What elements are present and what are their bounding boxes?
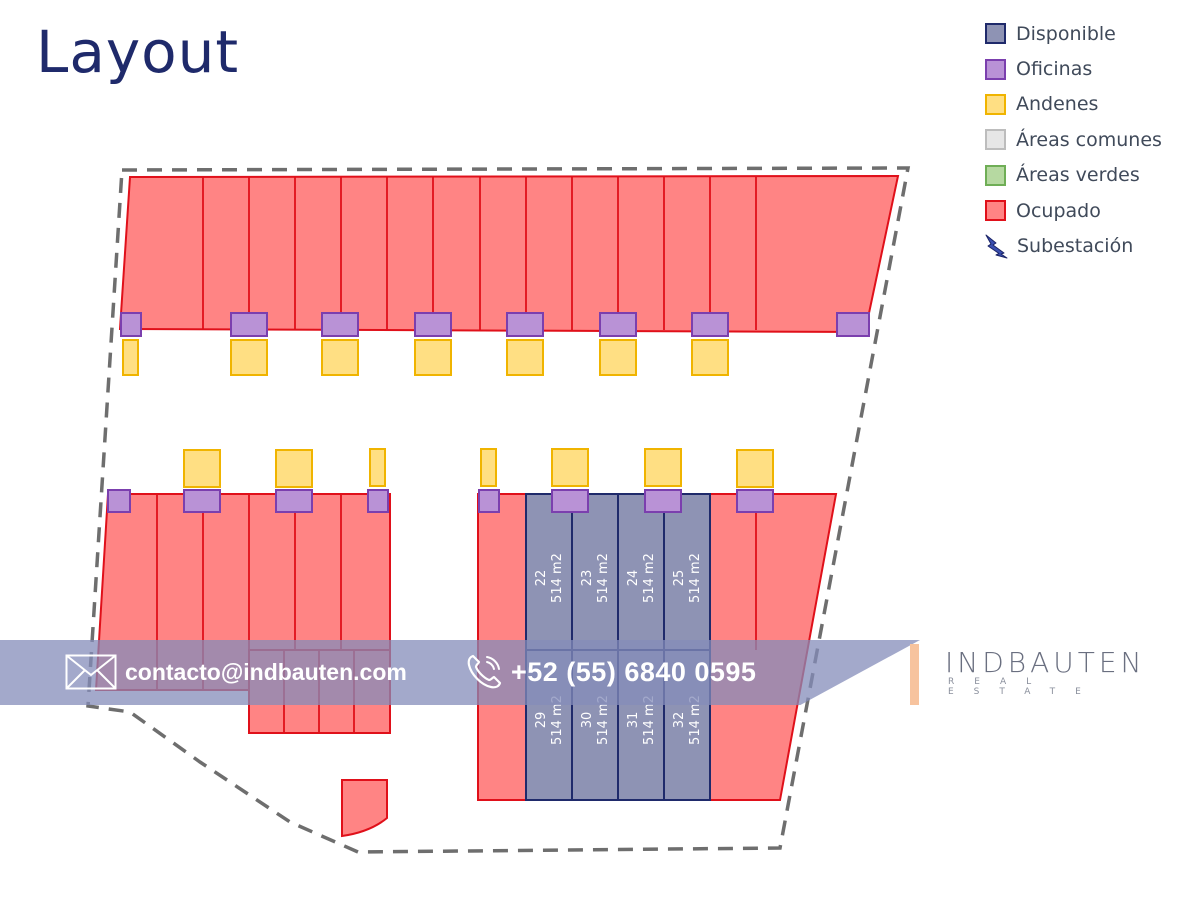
office-north-7 [836,312,870,337]
unit-label-23: 23514 m2 [580,553,611,603]
unit-label-29: 29514 m2 [534,695,565,745]
lightning-bolt-icon [985,234,1008,259]
unit-area-23: 514 m2 [596,553,611,603]
unit-area-29: 514 m2 [550,695,565,745]
unit-number-29: 29 [534,712,549,729]
legend-swatch-oficinas [985,58,1006,80]
brand-tagline: REAL ESTATE [948,677,1101,697]
dock-south-6 [736,449,774,488]
unit-label-22: 22514 m2 [534,553,565,603]
office-south-6 [644,489,682,513]
unit-number-32: 32 [672,712,687,729]
unit-label-24: 24514 m2 [626,553,657,603]
legend-label-ocupado: Ocupado [1016,199,1101,222]
dock-north-0 [122,339,139,376]
office-south-4 [478,489,500,513]
unit-number-31: 31 [626,712,641,729]
office-north-3 [414,312,452,337]
unit-area-22: 514 m2 [550,553,565,603]
legend-label-andenes: Andenes [1016,93,1099,116]
unit-label-25: 25514 m2 [672,553,703,603]
available-unit-north-1 [571,493,619,651]
dock-north-3 [414,339,452,376]
unit-number-24: 24 [626,570,641,587]
legend-item-oficinas: Oficinas [985,51,1162,86]
dock-south-2 [369,448,386,487]
contact-phone-text: +52 (55) 6840 0595 [511,656,757,687]
office-south-2 [275,489,313,513]
unit-area-30: 514 m2 [596,695,611,745]
legend-swatch-areas-comunes [985,129,1006,151]
legend-label-areas-comunes: Áreas comunes [1016,128,1162,151]
dock-south-0 [183,449,221,488]
office-south-0 [107,489,131,513]
legend-swatch-disponible [985,23,1006,45]
office-north-1 [230,312,268,337]
legend-swatch-andenes [985,93,1006,115]
legend-label-subestacion: Subestación [1017,235,1134,258]
legend-swatch-ocupado [985,200,1006,222]
unit-area-25: 514 m2 [688,553,703,603]
available-unit-north-3 [663,493,711,651]
brand-logo: INDBAUTEN [945,646,1146,679]
dock-north-5 [599,339,637,376]
unit-label-32: 32514 m2 [672,695,703,745]
dock-north-4 [506,339,544,376]
office-south-7 [736,489,774,513]
available-unit-north-2 [617,493,665,651]
available-unit-north-0 [525,493,573,651]
unit-area-24: 514 m2 [642,553,657,603]
contact-phone-link[interactable]: +52 (55) 6840 0595 [465,652,756,692]
legend-label-disponible: Disponible [1016,22,1116,45]
unit-label-30: 30514 m2 [580,695,611,745]
unit-area-31: 514 m2 [642,695,657,745]
office-south-1 [183,489,221,513]
unit-number-25: 25 [672,570,687,587]
office-north-0 [120,312,142,337]
occupied-small-lot [341,779,388,838]
page-title: Layout [36,18,240,86]
dock-south-3 [480,448,497,487]
dock-north-6 [691,339,729,376]
dock-south-1 [275,449,313,488]
contact-email-link[interactable]: contacto@indbauten.com [65,652,407,692]
unit-area-32: 514 m2 [688,695,703,745]
unit-label-31: 31514 m2 [626,695,657,745]
dock-south-4 [551,448,589,487]
buildings [94,174,900,838]
unit-number-23: 23 [580,570,595,587]
legend: Disponible Oficinas Andenes Áreas comune… [985,16,1162,264]
legend-label-oficinas: Oficinas [1016,58,1093,81]
contact-email-text: contacto@indbauten.com [125,658,407,685]
office-south-3 [367,489,389,513]
office-north-2 [321,312,359,337]
office-north-5 [599,312,637,337]
dock-north-1 [230,339,268,376]
unit-number-22: 22 [534,570,549,587]
legend-item-andenes: Andenes [985,87,1162,122]
legend-item-areas-comunes: Áreas comunes [985,122,1162,157]
brand-accent-bar [910,644,919,705]
office-north-6 [691,312,729,337]
legend-item-disponible: Disponible [985,16,1162,51]
dock-north-2 [321,339,359,376]
office-north-4 [506,312,544,337]
phone-icon [467,654,502,689]
envelope-icon [65,654,117,690]
unit-number-30: 30 [580,712,595,729]
office-south-5 [551,489,589,513]
contact-banner [0,640,920,705]
legend-item-subestacion: Subestación [985,228,1162,263]
occupied-building-north [118,174,900,334]
legend-swatch-areas-verdes [985,164,1006,186]
legend-item-areas-verdes: Áreas verdes [985,158,1162,193]
legend-item-ocupado: Ocupado [985,193,1162,228]
dock-south-5 [644,448,682,487]
legend-label-areas-verdes: Áreas verdes [1016,164,1140,187]
